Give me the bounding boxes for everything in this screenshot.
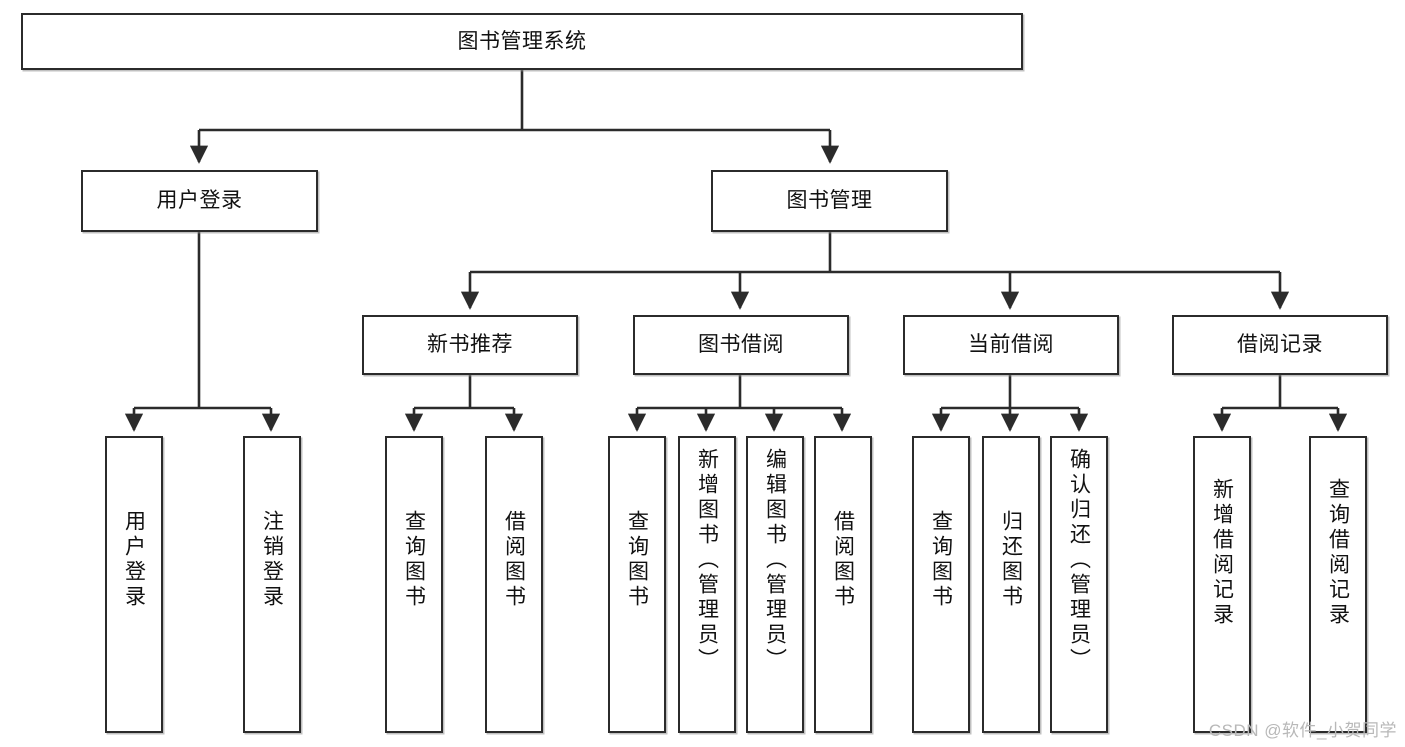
node-leaf-query-book-1-label: 查询图书 <box>402 510 426 610</box>
node-current-borrow[interactable]: 当前借阅 <box>903 315 1119 375</box>
node-leaf-add-book[interactable]: 新增图书（管理员） <box>678 436 736 733</box>
node-book-borrow-label: 图书借阅 <box>698 333 784 357</box>
node-user-login-label: 用户登录 <box>156 189 243 213</box>
node-leaf-query-book-3-label: 查询图书 <box>929 510 953 610</box>
node-leaf-return-book-label: 归还图书 <box>999 510 1023 610</box>
node-leaf-edit-book-label: 编辑图书（管理员） <box>763 448 787 673</box>
node-new-book-recommend-label: 新书推荐 <box>427 333 513 357</box>
node-leaf-confirm-return-label: 确认归还（管理员） <box>1067 448 1091 673</box>
node-leaf-query-book-1[interactable]: 查询图书 <box>385 436 443 733</box>
node-leaf-borrow-book-1[interactable]: 借阅图书 <box>485 436 543 733</box>
node-user-login[interactable]: 用户登录 <box>81 170 318 232</box>
node-leaf-borrow-book-2[interactable]: 借阅图书 <box>814 436 872 733</box>
node-leaf-query-record[interactable]: 查询借阅记录 <box>1309 436 1367 733</box>
node-leaf-edit-book[interactable]: 编辑图书（管理员） <box>746 436 804 733</box>
node-book-borrow[interactable]: 图书借阅 <box>633 315 849 375</box>
node-leaf-add-book-label: 新增图书（管理员） <box>695 448 719 673</box>
node-leaf-confirm-return[interactable]: 确认归还（管理员） <box>1050 436 1108 733</box>
node-root[interactable]: 图书管理系统 <box>21 13 1023 70</box>
node-leaf-return-book[interactable]: 归还图书 <box>982 436 1040 733</box>
node-leaf-user-login[interactable]: 用户登录 <box>105 436 163 733</box>
node-leaf-add-record-label: 新增借阅记录 <box>1210 478 1234 628</box>
node-leaf-query-book-2-label: 查询图书 <box>625 510 649 610</box>
node-leaf-query-book-3[interactable]: 查询图书 <box>912 436 970 733</box>
node-leaf-add-record[interactable]: 新增借阅记录 <box>1193 436 1251 733</box>
node-current-borrow-label: 当前借阅 <box>968 333 1054 357</box>
node-borrow-record[interactable]: 借阅记录 <box>1172 315 1388 375</box>
node-leaf-borrow-book-2-label: 借阅图书 <box>831 510 855 610</box>
node-leaf-user-login-label: 用户登录 <box>122 510 146 610</box>
node-leaf-query-record-label: 查询借阅记录 <box>1326 478 1350 628</box>
node-leaf-logout-login-label: 注销登录 <box>260 510 284 610</box>
watermark-text: CSDN @软件_小贺同学 <box>1208 721 1397 740</box>
node-leaf-borrow-book-1-label: 借阅图书 <box>502 510 526 610</box>
node-root-label: 图书管理系统 <box>457 29 587 53</box>
node-book-manage-label: 图书管理 <box>786 189 873 213</box>
node-leaf-logout-login[interactable]: 注销登录 <box>243 436 301 733</box>
node-new-book-recommend[interactable]: 新书推荐 <box>362 315 578 375</box>
node-leaf-query-book-2[interactable]: 查询图书 <box>608 436 666 733</box>
node-borrow-record-label: 借阅记录 <box>1237 333 1323 357</box>
node-book-manage[interactable]: 图书管理 <box>711 170 948 232</box>
